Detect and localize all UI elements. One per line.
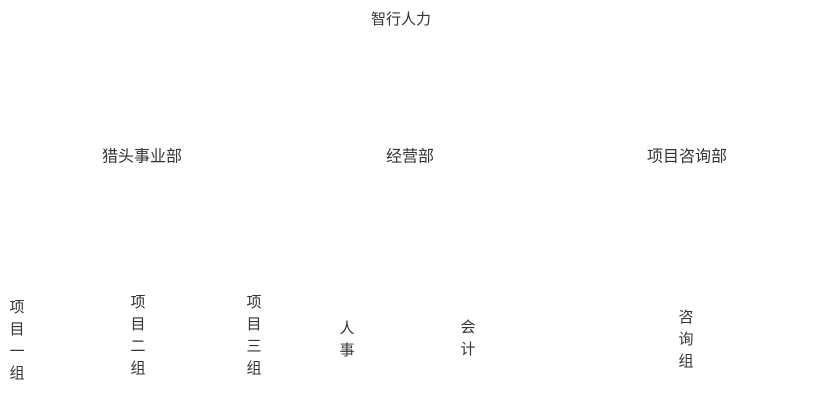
- org-node-team-project-group-2[interactable]: 项目二组: [128, 294, 146, 382]
- org-node-team-project-group-3[interactable]: 项目三组: [244, 294, 262, 382]
- org-node-team-project-group-1[interactable]: 项目一组: [7, 299, 25, 387]
- org-node-team-hr[interactable]: 人事: [337, 320, 355, 364]
- org-node-dept-management[interactable]: 经营部: [385, 148, 435, 166]
- org-node-team-accounting[interactable]: 会计: [458, 319, 476, 363]
- org-node-team-consulting-group[interactable]: 咨询组: [676, 309, 694, 375]
- org-node-dept-project-consulting[interactable]: 项目咨询部: [646, 148, 728, 166]
- org-node-dept-headhunting[interactable]: 猎头事业部: [101, 148, 183, 166]
- org-node-root[interactable]: 智行人力: [370, 11, 432, 28]
